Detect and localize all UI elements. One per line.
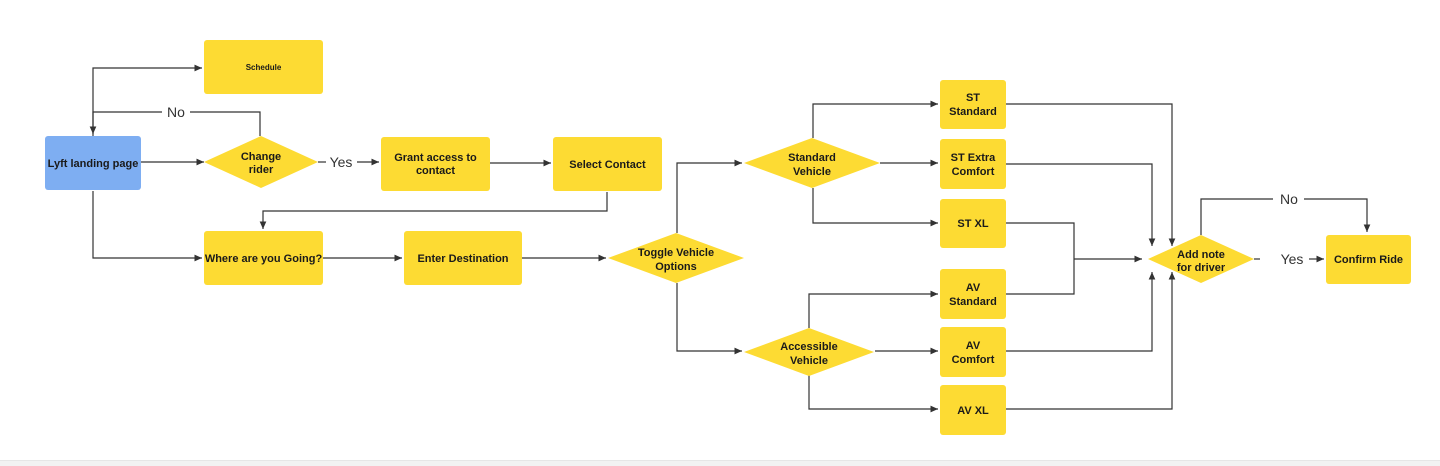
node-standard-vehicle-line2: Vehicle: [793, 166, 831, 178]
edge-landing-to-schedule: [92, 64, 202, 136]
node-av-comfort-line1: AV: [966, 340, 981, 352]
edge-av-standard-to-add-note: [1006, 259, 1075, 295]
node-schedule[interactable]: Schedule: [204, 40, 323, 94]
edge-label-add-note-yes: Yes: [1281, 251, 1304, 267]
node-where-are-you-going[interactable]: Where are you Going?: [204, 231, 323, 285]
node-grant-access-line2: contact: [416, 165, 455, 177]
svg-text:for driver: for driver: [1177, 262, 1226, 274]
edge-add-note-no: [1200, 198, 1273, 235]
node-change-rider-line1: Change: [241, 151, 281, 163]
connectors: [89, 64, 1371, 413]
svg-text:ST: ST: [966, 92, 980, 104]
edge-toggle-to-accessible: [676, 283, 742, 355]
svg-text:contact: contact: [416, 165, 455, 177]
node-st-standard-line2: Standard: [949, 106, 997, 118]
node-toggle-vehicle-line1: Toggle Vehicle: [638, 247, 714, 259]
node-accessible-vehicle-line1: Accessible: [780, 341, 837, 353]
edge-st-standard-to-add-note: [1006, 103, 1176, 246]
node-st-extra-comfort[interactable]: ST Extra Comfort: [940, 139, 1006, 189]
node-st-extra-comfort-line1: ST Extra: [951, 152, 997, 164]
edge-standard-to-st-xl: [812, 188, 938, 227]
node-select-contact-label: Select Contact: [569, 159, 646, 171]
node-grant-access-line1: Grant access to: [394, 152, 477, 164]
node-select-contact[interactable]: Select Contact: [553, 137, 662, 191]
svg-text:ST Extra: ST Extra: [951, 152, 997, 164]
edge-accessible-to-av-xl: [808, 375, 938, 413]
edge-av-xl-to-add-note: [1006, 272, 1176, 410]
svg-text:Vehicle: Vehicle: [790, 355, 828, 367]
edge-accessible-to-av-standard: [808, 290, 938, 328]
node-accessible-vehicle[interactable]: Accessible Vehicle: [744, 328, 874, 376]
node-add-note-line2: for driver: [1177, 262, 1226, 274]
svg-text:Standard: Standard: [949, 296, 997, 308]
node-grant-access[interactable]: Grant access to contact: [381, 137, 490, 191]
node-av-standard-line1: AV: [966, 282, 981, 294]
node-standard-vehicle-line1: Standard: [788, 152, 836, 164]
svg-text:Change: Change: [241, 151, 281, 163]
node-change-rider-decision[interactable]: Change rider: [204, 136, 318, 188]
node-st-standard-line1: ST: [966, 92, 980, 104]
edge-change-rider-no-tail: [89, 111, 162, 134]
svg-text:Options: Options: [655, 261, 697, 273]
node-st-standard[interactable]: ST Standard: [940, 80, 1006, 129]
edge-label-change-rider-yes: Yes: [330, 154, 353, 170]
svg-text:Standard: Standard: [949, 106, 997, 118]
node-enter-destination[interactable]: Enter Destination: [404, 231, 522, 285]
svg-text:rider: rider: [249, 164, 274, 176]
node-standard-vehicle[interactable]: Standard Vehicle: [744, 138, 880, 188]
edge-standard-to-st-standard: [812, 100, 938, 138]
edge-labels: No Yes No Yes: [167, 104, 1303, 267]
node-av-xl[interactable]: AV XL: [940, 385, 1006, 435]
canvas-bottom-bar: [0, 460, 1440, 466]
edge-change-rider-no: [190, 111, 261, 136]
node-av-standard-line2: Standard: [949, 296, 997, 308]
svg-text:AV: AV: [966, 340, 981, 352]
svg-text:Accessible: Accessible: [780, 341, 837, 353]
edge-toggle-to-standard: [676, 159, 742, 233]
node-confirm-ride[interactable]: Confirm Ride: [1326, 235, 1411, 284]
node-av-standard[interactable]: AV Standard: [940, 269, 1006, 319]
svg-text:Vehicle: Vehicle: [793, 166, 831, 178]
node-enter-destination-label: Enter Destination: [417, 253, 508, 265]
node-av-comfort-line2: Comfort: [952, 354, 995, 366]
node-where-are-you-going-label: Where are you Going?: [205, 253, 323, 265]
nodes: Schedule Lyft landing page Change rider …: [45, 40, 1411, 435]
node-av-xl-label: AV XL: [957, 405, 989, 417]
node-add-note-for-driver[interactable]: Add note for driver: [1148, 235, 1254, 283]
svg-text:AV: AV: [966, 282, 981, 294]
edge-select-contact-to-where-going: [259, 192, 608, 229]
node-st-extra-comfort-line2: Comfort: [952, 166, 995, 178]
edge-label-change-rider-no: No: [167, 104, 185, 120]
node-toggle-vehicle-line2: Options: [655, 261, 697, 273]
node-st-xl[interactable]: ST XL: [940, 199, 1006, 248]
edge-landing-to-where-going: [92, 191, 202, 262]
node-confirm-ride-label: Confirm Ride: [1334, 254, 1403, 266]
node-av-comfort[interactable]: AV Comfort: [940, 327, 1006, 377]
svg-text:Grant access to: Grant access to: [394, 152, 477, 164]
node-accessible-vehicle-line2: Vehicle: [790, 355, 828, 367]
edge-add-note-no-tail: [1304, 198, 1371, 232]
node-change-rider-line2: rider: [249, 164, 274, 176]
edge-st-extra-to-add-note: [1006, 163, 1156, 246]
svg-text:Standard: Standard: [788, 152, 836, 164]
svg-text:Toggle Vehicle: Toggle Vehicle: [638, 247, 714, 259]
edge-label-add-note-no: No: [1280, 191, 1298, 207]
svg-text:Comfort: Comfort: [952, 166, 995, 178]
svg-text:Add note: Add note: [1177, 249, 1225, 261]
edge-st-xl-to-add-note: [1006, 222, 1075, 259]
edge-av-comfort-to-add-note: [1006, 272, 1156, 352]
node-st-xl-label: ST XL: [957, 218, 988, 230]
svg-text:Comfort: Comfort: [952, 354, 995, 366]
node-add-note-line1: Add note: [1177, 249, 1225, 261]
node-lyft-landing-page[interactable]: Lyft landing page: [45, 136, 141, 190]
node-lyft-landing-page-label: Lyft landing page: [48, 158, 139, 170]
node-schedule-label: Schedule: [246, 63, 282, 72]
node-toggle-vehicle-options[interactable]: Toggle Vehicle Options: [608, 233, 744, 283]
